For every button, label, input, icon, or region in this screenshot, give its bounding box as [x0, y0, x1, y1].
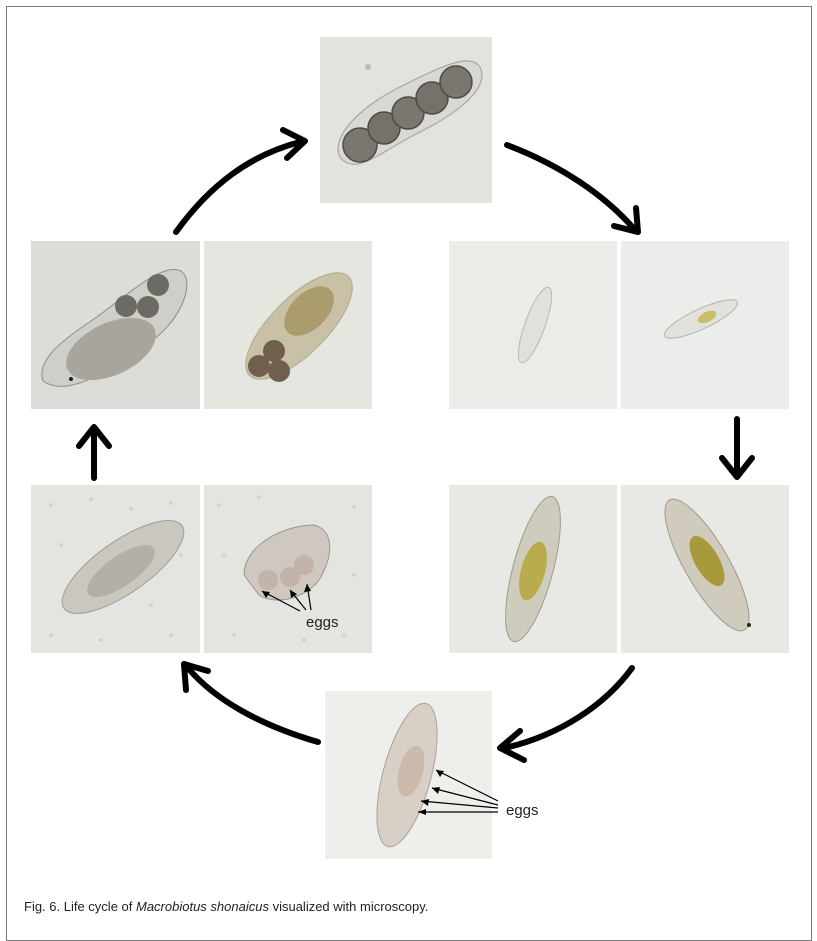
arrow-bottom-right: [505, 668, 632, 748]
figure-caption: Fig. 6. Life cycle of Macrobiotus shonai…: [24, 899, 428, 914]
caption-prefix: Fig. 6. Life cycle of: [24, 899, 136, 914]
egg-pointers-bottom: [418, 770, 498, 812]
egg-pointers-left: [262, 584, 311, 611]
caption-suffix: visualized with microscopy.: [269, 899, 428, 914]
eggs-label-bottom: eggs: [506, 802, 539, 819]
arrow-top-right: [507, 145, 635, 230]
eggs-label-left: eggs: [306, 614, 339, 631]
arrow-bottom-left: [188, 668, 318, 742]
caption-species: Macrobiotus shonaicus: [136, 899, 269, 914]
arrow-top-left: [176, 142, 300, 232]
